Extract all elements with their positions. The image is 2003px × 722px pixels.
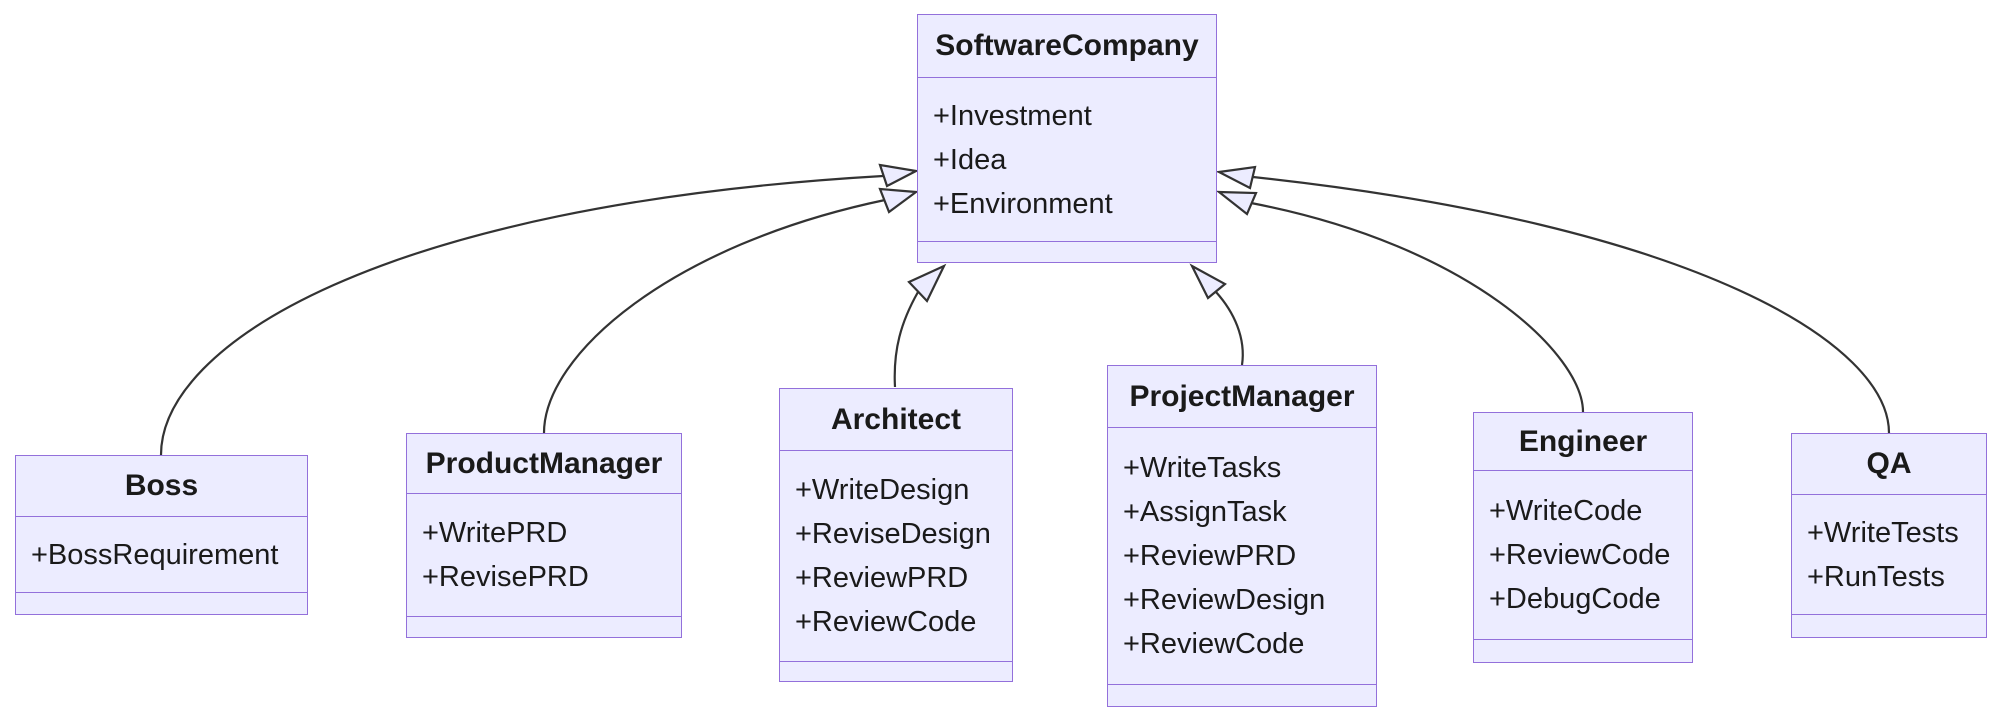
class-methods-empty	[780, 661, 1012, 681]
class-title: Boss	[16, 456, 307, 517]
class-title: QA	[1792, 434, 1986, 495]
inheritance-arrowhead-boss	[878, 163, 920, 188]
class-attributes: +WritePRD +RevisePRD	[407, 494, 681, 616]
class-attribute: +ReviewCode	[795, 606, 977, 638]
class-qa: QA +WriteTests +RunTests	[1791, 433, 1987, 638]
class-project-manager: ProjectManager +WriteTasks +AssignTask +Rev…	[1107, 365, 1377, 707]
class-attribute: +Investment	[933, 99, 1092, 132]
class-methods-empty	[407, 616, 681, 637]
inheritance-arrowhead-qa	[1215, 165, 1257, 190]
class-attribute: +ReviewDesign	[1123, 584, 1326, 616]
class-attribute: +WriteTests	[1807, 516, 1959, 549]
class-attribute: +ReviewCode	[1123, 628, 1305, 660]
class-title: Architect	[780, 389, 1012, 451]
class-attribute: +ReviseDesign	[795, 518, 991, 550]
class-attribute: +ReviewCode	[1489, 539, 1671, 571]
class-title: ProductManager	[407, 434, 681, 494]
class-product-manager: ProductManager +WritePRD +RevisePRD	[406, 433, 682, 638]
class-attribute: +WriteTasks	[1123, 452, 1282, 484]
edge-engineer-to-softwarecompany	[1250, 201, 1585, 413]
class-architect: Architect +WriteDesign +ReviseDesign +Revie…	[779, 388, 1013, 682]
edge-productmanager-to-softwarecompany	[542, 198, 886, 434]
class-attribute: +WritePRD	[422, 517, 568, 549]
inheritance-arrowhead-architect	[907, 263, 947, 303]
class-attributes: +BossRequirement	[16, 517, 307, 592]
class-title: SoftwareCompany	[918, 15, 1216, 78]
class-title: ProjectManager	[1108, 366, 1376, 428]
class-attributes: +WriteCode +ReviewCode +DebugCode	[1474, 471, 1692, 639]
class-attributes: +WriteDesign +ReviseDesign +ReviewPRD +Revi…	[780, 451, 1012, 661]
class-engineer: Engineer +WriteCode +ReviewCode +DebugCode	[1473, 412, 1693, 663]
edge-projectmanager-to-softwarecompany	[1215, 291, 1244, 366]
class-methods-empty	[16, 592, 307, 614]
class-attribute: +RunTests	[1807, 560, 1945, 593]
class-attributes: +WriteTasks +AssignTask +ReviewPRD +ReviewD…	[1108, 428, 1376, 684]
class-attribute: +ReviewPRD	[1123, 540, 1297, 572]
edge-qa-to-softwarecompany	[1252, 175, 1891, 434]
class-attribute: +RevisePRD	[422, 561, 589, 593]
class-title: Engineer	[1474, 413, 1692, 471]
class-methods-empty	[1108, 684, 1376, 706]
class-methods-empty	[1792, 614, 1986, 637]
class-attribute: +ReviewPRD	[795, 562, 969, 594]
class-methods-empty	[918, 241, 1216, 262]
class-attribute: +WriteCode	[1489, 495, 1643, 527]
class-attribute: +DebugCode	[1489, 583, 1661, 615]
class-attribute: +WriteDesign	[795, 474, 970, 506]
class-attribute: +BossRequirement	[31, 538, 279, 571]
class-software-company: SoftwareCompany +Investment +Idea +Environm…	[917, 14, 1217, 263]
edge-architect-to-softwarecompany	[893, 291, 919, 388]
inheritance-arrowhead-productmanager	[878, 187, 920, 214]
inheritance-arrowhead-projectmanager	[1189, 263, 1227, 300]
class-boss: Boss +BossRequirement	[15, 455, 308, 615]
class-attributes: +WriteTests +RunTests	[1792, 495, 1986, 614]
class-attributes: +Investment +Idea +Environment	[918, 78, 1216, 241]
class-attribute: +Idea	[933, 143, 1007, 176]
edge-boss-to-softwarecompany	[159, 174, 884, 456]
inheritance-arrowhead-engineer	[1215, 190, 1258, 216]
class-methods-empty	[1474, 639, 1692, 662]
class-attribute: +Environment	[933, 187, 1113, 220]
class-attribute: +AssignTask	[1123, 496, 1287, 528]
